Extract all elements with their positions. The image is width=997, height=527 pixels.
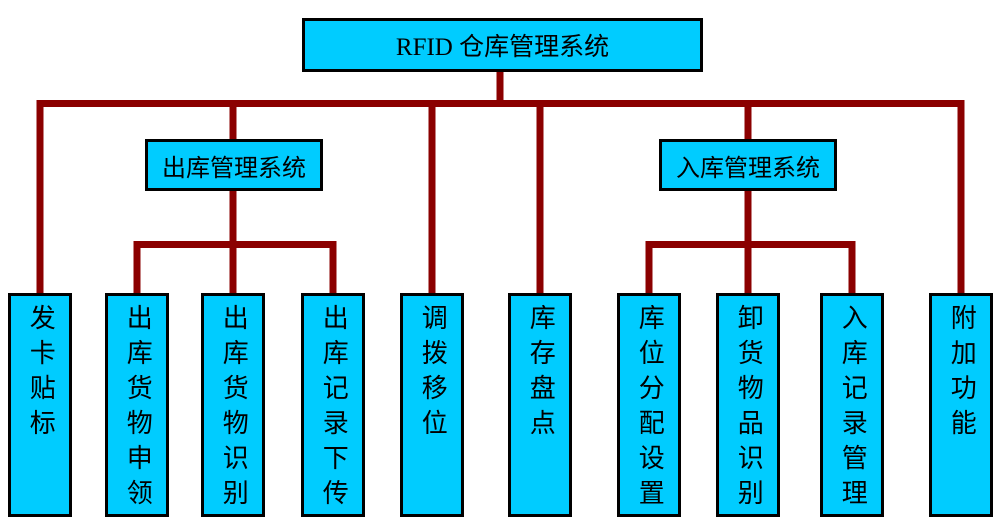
node-leaf-label: 调拨移位 — [418, 304, 448, 444]
node-leaf-label: 入库记录管理 — [838, 304, 868, 514]
node-leaf-label: 出库货物申领 — [123, 304, 153, 514]
node-leaf-transfer-relocation: 调拨移位 — [400, 293, 464, 517]
node-leaf-outbound-record-download: 出库记录下传 — [301, 293, 365, 517]
node-leaf-label: 出库货物识别 — [219, 304, 249, 514]
node-leaf-label: 发卡贴标 — [26, 304, 56, 444]
node-leaf-card-labeling: 发卡贴标 — [8, 293, 72, 517]
node-leaf-label: 附加功能 — [947, 304, 977, 444]
node-inbound-label: 入库管理系统 — [676, 155, 820, 182]
node-outbound-label: 出库管理系统 — [162, 155, 306, 182]
node-leaf-outbound-goods-identify: 出库货物识别 — [201, 293, 265, 517]
node-leaf-label: 库存盘点 — [526, 304, 556, 444]
node-leaf-additional-functions: 附加功能 — [929, 293, 993, 517]
node-leaf-label: 出库记录下传 — [319, 304, 349, 514]
node-inbound-system: 入库管理系统 — [659, 139, 837, 191]
node-leaf-outbound-goods-request: 出库货物申领 — [105, 293, 169, 517]
node-leaf-inventory-count: 库存盘点 — [508, 293, 572, 517]
node-leaf-label: 卸货物品识别 — [734, 304, 764, 514]
node-leaf-inbound-record-manage: 入库记录管理 — [820, 293, 884, 517]
node-root-label: RFID 仓库管理系统 — [395, 34, 610, 61]
node-leaf-label: 库位分配设置 — [635, 304, 665, 514]
node-outbound-system: 出库管理系统 — [145, 139, 323, 191]
node-root: RFID 仓库管理系统 — [302, 18, 703, 72]
node-leaf-unloading-item-identify: 卸货物品识别 — [716, 293, 780, 517]
node-leaf-slot-allocation-setup: 库位分配设置 — [617, 293, 681, 517]
